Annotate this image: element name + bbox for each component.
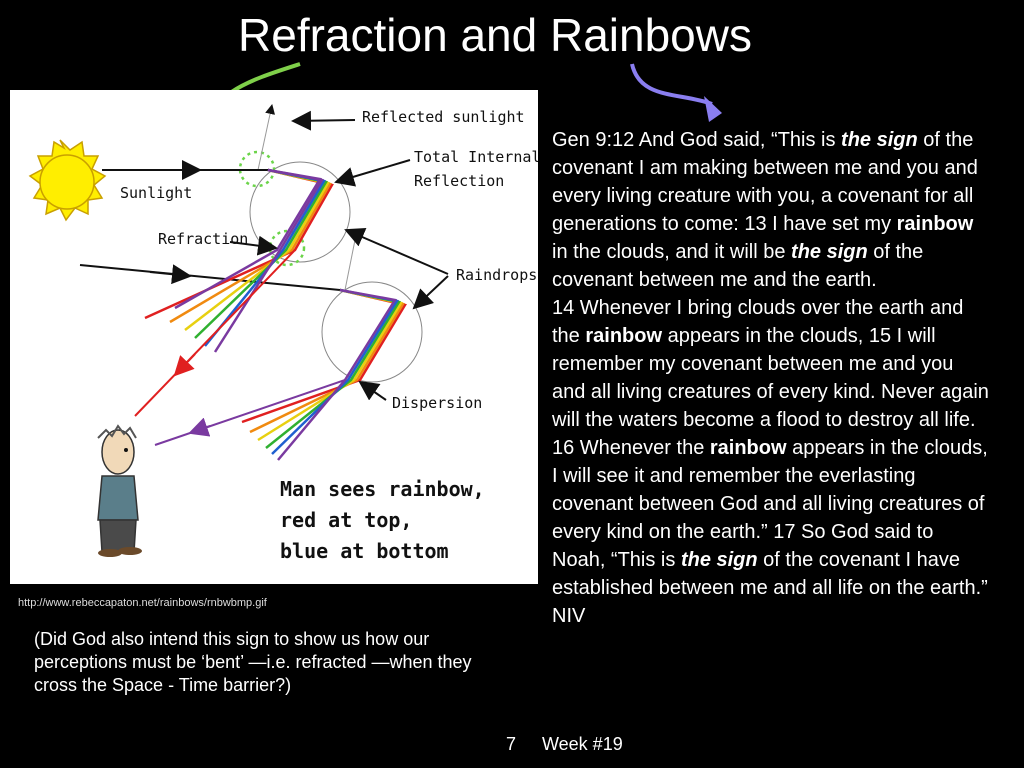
- verse-text: of the covenant I have established betwe…: [552, 549, 988, 627]
- sun-icon: [28, 139, 107, 222]
- diagram-drawing: [28, 104, 449, 557]
- label-total-internal: Total Internal: [414, 148, 538, 166]
- purple-ray-to-eye: [154, 379, 346, 446]
- emphasis-rainbow: rainbow: [709, 437, 787, 459]
- page-number: 7: [506, 734, 517, 754]
- refraction-marker-top: [238, 150, 276, 188]
- emphasis-rainbow: rainbow: [896, 213, 974, 235]
- raindrop-upper: [249, 161, 351, 263]
- diagram-caption: Man sees rainbow, red at top, blue at bo…: [280, 474, 485, 567]
- purple-arrowhead: [704, 96, 722, 122]
- verse-text: of the covenant I am making between me a…: [552, 129, 978, 235]
- refraction-note: (Did God also intend this sign to show u…: [34, 629, 472, 695]
- caption-line-1: Man sees rainbow,: [280, 477, 485, 501]
- emphasis-the-sign: the sign: [841, 129, 918, 151]
- verse-text: Gen 9:12 And God said, “This is: [552, 129, 842, 151]
- man-figure: [97, 424, 142, 557]
- verse-text: of the covenant between me and the earth…: [552, 241, 924, 291]
- scripture-passage: Gen 9:12 And God said, “This is the sign…: [552, 126, 992, 630]
- lower-spectrum: [241, 288, 407, 461]
- verse-text: in the clouds, and it will be: [552, 241, 792, 263]
- week-label: Week #19: [542, 734, 623, 754]
- caption-line-3: blue at bottom: [280, 539, 449, 563]
- label-reflected-sunlight: Reflected sunlight: [362, 108, 525, 126]
- refraction-marker-bottom: [268, 229, 306, 267]
- emphasis-the-sign: the sign: [791, 241, 868, 263]
- label-dispersion: Dispersion: [392, 394, 483, 412]
- label-sunlight: Sunlight: [120, 184, 193, 202]
- label-reflection: Reflection: [414, 172, 505, 190]
- verse-text: appears in the clouds, 15 I will remembe…: [552, 325, 989, 459]
- verse-text: 14 Whenever I bring clouds over the eart…: [552, 297, 964, 347]
- emphasis-rainbow: rainbow: [585, 325, 663, 347]
- verse-text: appears in the clouds, I will see it and…: [552, 437, 988, 571]
- sunlight-ray-lower: [79, 264, 341, 291]
- label-raindrops: Raindrops: [456, 266, 538, 284]
- red-ray-to-eye: [134, 249, 296, 417]
- label-refraction: Refraction: [158, 230, 249, 248]
- rainbow-diagram: Reflected sunlight Total Internal Reflec…: [10, 90, 538, 584]
- upper-spectrum: [144, 168, 334, 353]
- caption-line-2: red at top,: [280, 508, 413, 532]
- emphasis-the-sign: the sign: [680, 549, 758, 571]
- source-url: http://www.rebeccapaton.net/rainbows/rnb…: [18, 597, 267, 609]
- purple-curved-arrow: [630, 63, 713, 106]
- slide-title: Refraction and Rainbows: [238, 9, 752, 61]
